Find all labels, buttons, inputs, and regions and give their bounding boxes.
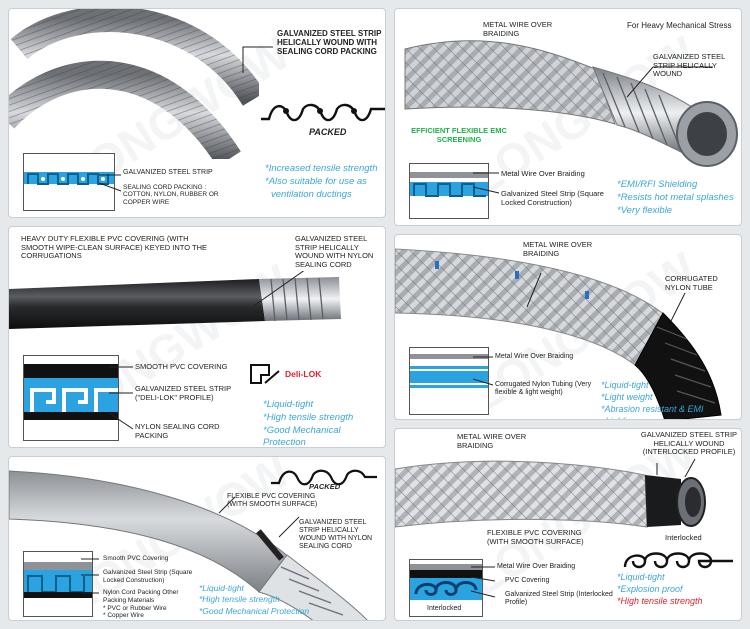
- feature-item: *Also suitable for use as: [265, 175, 367, 187]
- cross-section-diagram: [23, 355, 119, 441]
- pointer-line: [526, 272, 542, 308]
- strip-label: GALVANIZED STEEL STRIP HELICALLY WOUND W…: [299, 519, 373, 551]
- feature-item: *Good Mechanical Protection: [263, 424, 341, 448]
- interlocked-label: Interlocked: [665, 533, 702, 542]
- features-list: *Liquid-tight *High tensile strength *Go…: [263, 399, 385, 448]
- feature-item: *Liquid-tight: [199, 583, 244, 593]
- feature-item: *Good Mechanical Protection: [199, 605, 310, 616]
- feature-item: *Increased tensile strength: [265, 163, 378, 174]
- diag-braid-label: Metal Wire Over Braiding: [501, 169, 585, 178]
- feature-item: *High tensile strength: [263, 411, 354, 423]
- emc-label: EFFICIENT FLEXIBLE EMC SCREENING: [411, 126, 507, 144]
- diag-pvc-label: PVC Covering: [505, 577, 550, 584]
- braided-conduit-photo: [404, 40, 738, 167]
- packed-profile-icon: [271, 469, 377, 486]
- diag-pvc-label: SMOOTH PVC COVERING: [135, 362, 228, 371]
- panel-steel-strip-sealing-cord: LONGWOW GALVANIZED STEEL STRIP HELICALLY…: [8, 8, 386, 218]
- interlocked-profile-icon: [623, 552, 733, 569]
- braid-label: METAL WIRE OVER BRAIDING: [483, 20, 553, 38]
- diagram-pointer: [109, 366, 134, 430]
- panel-braided-nylon: LONGWOW METAL WIRE OVER BRAIDING CORRUGA…: [394, 234, 742, 420]
- diag-tube-label: Corrugated Nylon Tubing (Very flexible &…: [495, 381, 592, 397]
- stress-label: For Heavy Mechanical Stress: [627, 21, 732, 30]
- cross-section-diagram: [409, 347, 489, 415]
- braided-pvc-photo: [395, 458, 706, 528]
- features-list: *Liquid-tight *Explosion proof *High ten…: [617, 571, 703, 607]
- features-list: *Liquid-tight *Light weight *Abrasion re…: [601, 379, 741, 419]
- features-list: *Liquid-tight *High tensile strength *Go…: [199, 583, 309, 617]
- diag-cord-label: NYLON SEALING CORD PACKING: [135, 422, 220, 440]
- feature-item: *Liquid-tight: [617, 572, 665, 582]
- feature-item: *EMI/RFI Shielding: [617, 179, 698, 190]
- diagram-pointer: [473, 356, 494, 386]
- packed-label: PACKED: [309, 127, 347, 137]
- deli-lok-logo-icon: [250, 364, 280, 384]
- pvc-label: FLEXIBLE PVC COVERING (WITH SMOOTH SURFA…: [487, 528, 584, 546]
- packed-label: PACKED: [309, 482, 341, 491]
- strip-label: GALVANIZED STEEL STRIP HELICALLY WOUND: [653, 52, 725, 79]
- pointer-line: [626, 66, 713, 98]
- features-list: *EMI/RFI Shielding *Resists hot metal sp…: [617, 179, 734, 217]
- panel-pvc-square-locked: LONGWOW PACKED FLEXIBLE PVC COVERING (WI…: [8, 456, 386, 621]
- cross-section-diagram: [23, 551, 93, 617]
- diag-cord-line: * Copper Wire: [103, 612, 144, 620]
- diag-cord-line: * PVC or Rubber Wire: [103, 604, 167, 612]
- diag-strip-label: Galvanized Steel Strip (Square Locked Co…: [103, 569, 193, 584]
- feature-item: *Light weight: [601, 392, 653, 403]
- pointer-line: [670, 292, 686, 322]
- strip-label: GALVANIZED STEEL STRIP HELICALLY WOUND W…: [277, 29, 382, 57]
- feature-item: *Liquid-tight: [601, 380, 649, 390]
- diag-cord-label: Nylon Cord Packing Other Packing Materia…: [103, 589, 199, 620]
- cross-section-diagram: [23, 153, 115, 211]
- diagram-pointer: [99, 174, 122, 192]
- braid-label: METAL WIRE OVER BRAIDING: [523, 240, 593, 258]
- steel-conduit-photo: [9, 9, 259, 159]
- pvc-conduit-photo: [9, 271, 341, 329]
- diag-braid-label: Metal Wire Over Braiding: [495, 353, 574, 360]
- panel-pvc-deli-lok: LONGWOW HEAVY DUTY FLEXIBLE PVC COVERING…: [8, 226, 386, 448]
- packed-profile-icon: [261, 103, 385, 122]
- pvc-label: FLEXIBLE PVC COVERING (WITH SMOOTH SURFA…: [227, 493, 318, 509]
- diag-braid-label: Metal Wire Over Braiding: [497, 563, 576, 570]
- feature-item: ventilation ductings: [271, 188, 352, 200]
- feature-item: *High tensile strength: [199, 594, 280, 605]
- diagram-pointer: [81, 558, 99, 594]
- feature-item: *Liquid-tight: [263, 399, 314, 410]
- grey-pvc-conduit-photo: [9, 470, 368, 620]
- feature-item: *Explosion proof: [617, 584, 683, 595]
- diag-interlocked-label: Interlocked: [427, 605, 462, 612]
- panel-braided-pvc-interlocked: LONGWOW METAL WIRE OVER BRAIDING GALVANI…: [394, 428, 742, 621]
- feature-item: *Abrasion resistant & EMI shielding: [601, 404, 704, 419]
- pvc-label: HEAVY DUTY FLEXIBLE PVC COVERING (WITH S…: [21, 234, 207, 261]
- diag-strip-label: Galvanized Steel Strip (Square Locked Co…: [501, 189, 604, 207]
- feature-item: *Resists hot metal splashes: [617, 191, 734, 203]
- diagram-pointer: [473, 172, 500, 194]
- pointer-line: [242, 46, 273, 73]
- diagram-pointer: [471, 566, 496, 598]
- diag-cord-label: SEALING CORD PACKING : COTTON, NYLON, RU…: [123, 184, 219, 206]
- feature-item: *Very flexible: [617, 204, 673, 216]
- braided-nylon-photo: [395, 248, 722, 419]
- diag-pvc-label: Smooth PVC Covering: [103, 555, 169, 562]
- strip-label: GALVANIZED STEEL STRIP HELICALLY WOUND W…: [295, 234, 374, 269]
- deli-lok-label: Deli-LOK: [285, 369, 322, 379]
- braid-label: METAL WIRE OVER BRAIDING: [457, 432, 527, 450]
- tube-label: CORRUGATED NYLON TUBE: [665, 274, 718, 292]
- diag-cord-line: Nylon Cord Packing Other Packing Materia…: [103, 589, 179, 604]
- panel-braided-steel-strip: LONGWOW METAL WIRE OVER BRAIDING For Hea…: [394, 8, 742, 226]
- diag-strip-label: Galvanized Steel Strip (Interlocked Prof…: [505, 591, 613, 607]
- diag-strip-label: GALVANIZED STEEL STRIP: [123, 169, 213, 176]
- strip-label: GALVANIZED STEEL STRIP HELICALLY WOUND (…: [640, 430, 738, 457]
- feature-item-red: *High tensile strength: [617, 596, 703, 607]
- cross-section-diagram: [409, 163, 489, 219]
- cross-section-diagram: [409, 559, 483, 617]
- diag-strip-label: GALVANIZED STEEL STRIP ("Deli-LOK" PROFI…: [135, 384, 231, 402]
- features-list: *Increased tensile strength *Also suitab…: [265, 163, 377, 201]
